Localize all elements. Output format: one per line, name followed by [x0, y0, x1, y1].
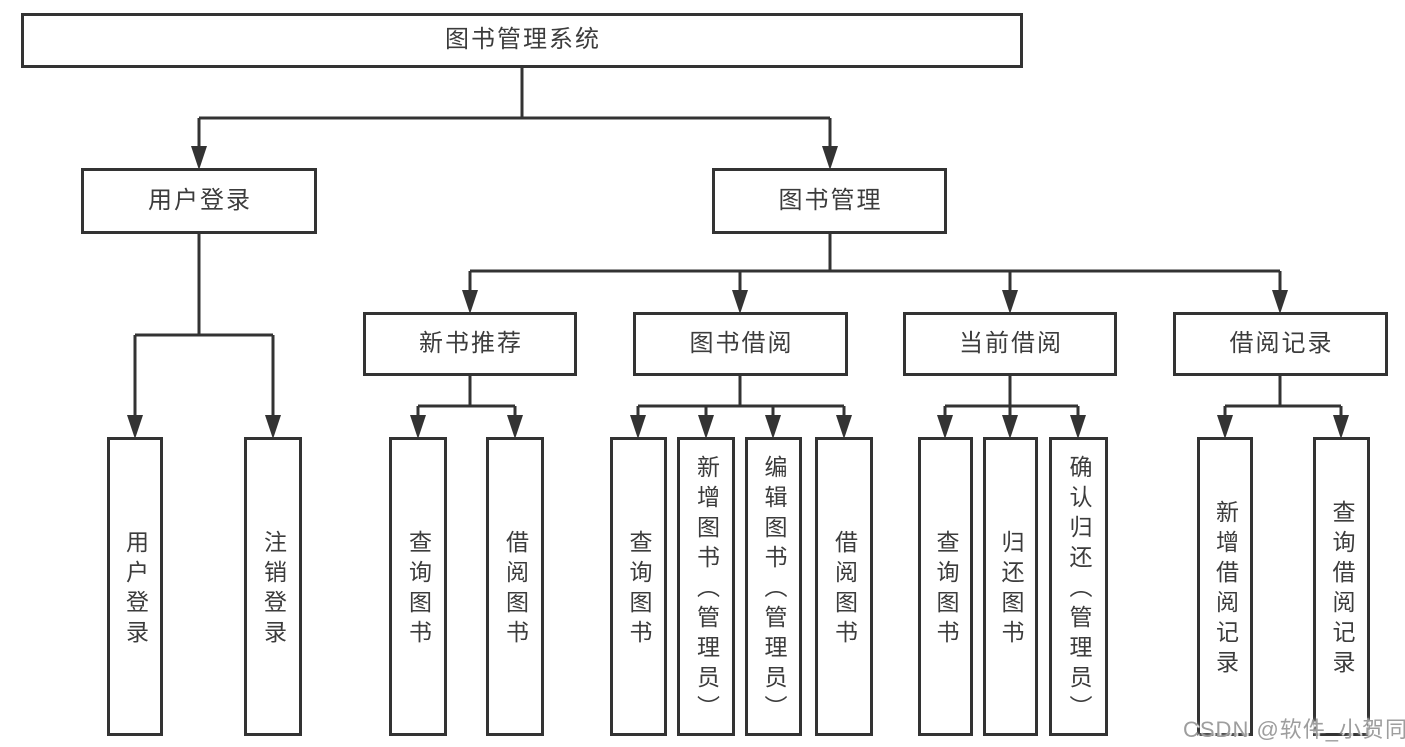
node-add-book-admin: 新增图书（管理员）	[677, 437, 735, 736]
node-user-login-leaf: 用户登录	[107, 437, 163, 736]
connector-book-management	[462, 234, 1288, 314]
node-book-management: 图书管理	[712, 168, 947, 234]
node-query-book-borrow: 查询图书	[610, 437, 667, 736]
node-query-borrow-record: 查询借阅记录	[1313, 437, 1370, 736]
node-edit-book-admin: 编辑图书（管理员）	[745, 437, 802, 736]
node-root: 图书管理系统	[21, 13, 1023, 68]
connector-root	[191, 68, 838, 170]
node-return-book: 归还图书	[983, 437, 1038, 736]
node-new-book-recommend: 新书推荐	[363, 312, 577, 376]
node-query-book-current: 查询图书	[918, 437, 973, 736]
node-borrow-book-leaf: 借阅图书	[815, 437, 873, 736]
connector-book-borrow	[630, 376, 852, 439]
connector-current-borrow	[937, 376, 1086, 439]
node-current-borrow: 当前借阅	[903, 312, 1117, 376]
connector-borrow-records	[1217, 376, 1349, 439]
node-query-book-recommend: 查询图书	[389, 437, 447, 736]
node-user-login: 用户登录	[81, 168, 317, 234]
connector-new-book-recommend	[410, 376, 523, 439]
node-add-borrow-record: 新增借阅记录	[1197, 437, 1253, 736]
node-borrow-records: 借阅记录	[1173, 312, 1388, 376]
connector-user-login	[127, 234, 281, 439]
node-confirm-return-admin: 确认归还（管理员）	[1049, 437, 1108, 736]
node-logout-leaf: 注销登录	[244, 437, 302, 736]
node-borrow-book-recommend: 借阅图书	[486, 437, 544, 736]
watermark-text: CSDN @软件_小贺同学	[1183, 717, 1405, 742]
node-book-borrow: 图书借阅	[633, 312, 848, 376]
